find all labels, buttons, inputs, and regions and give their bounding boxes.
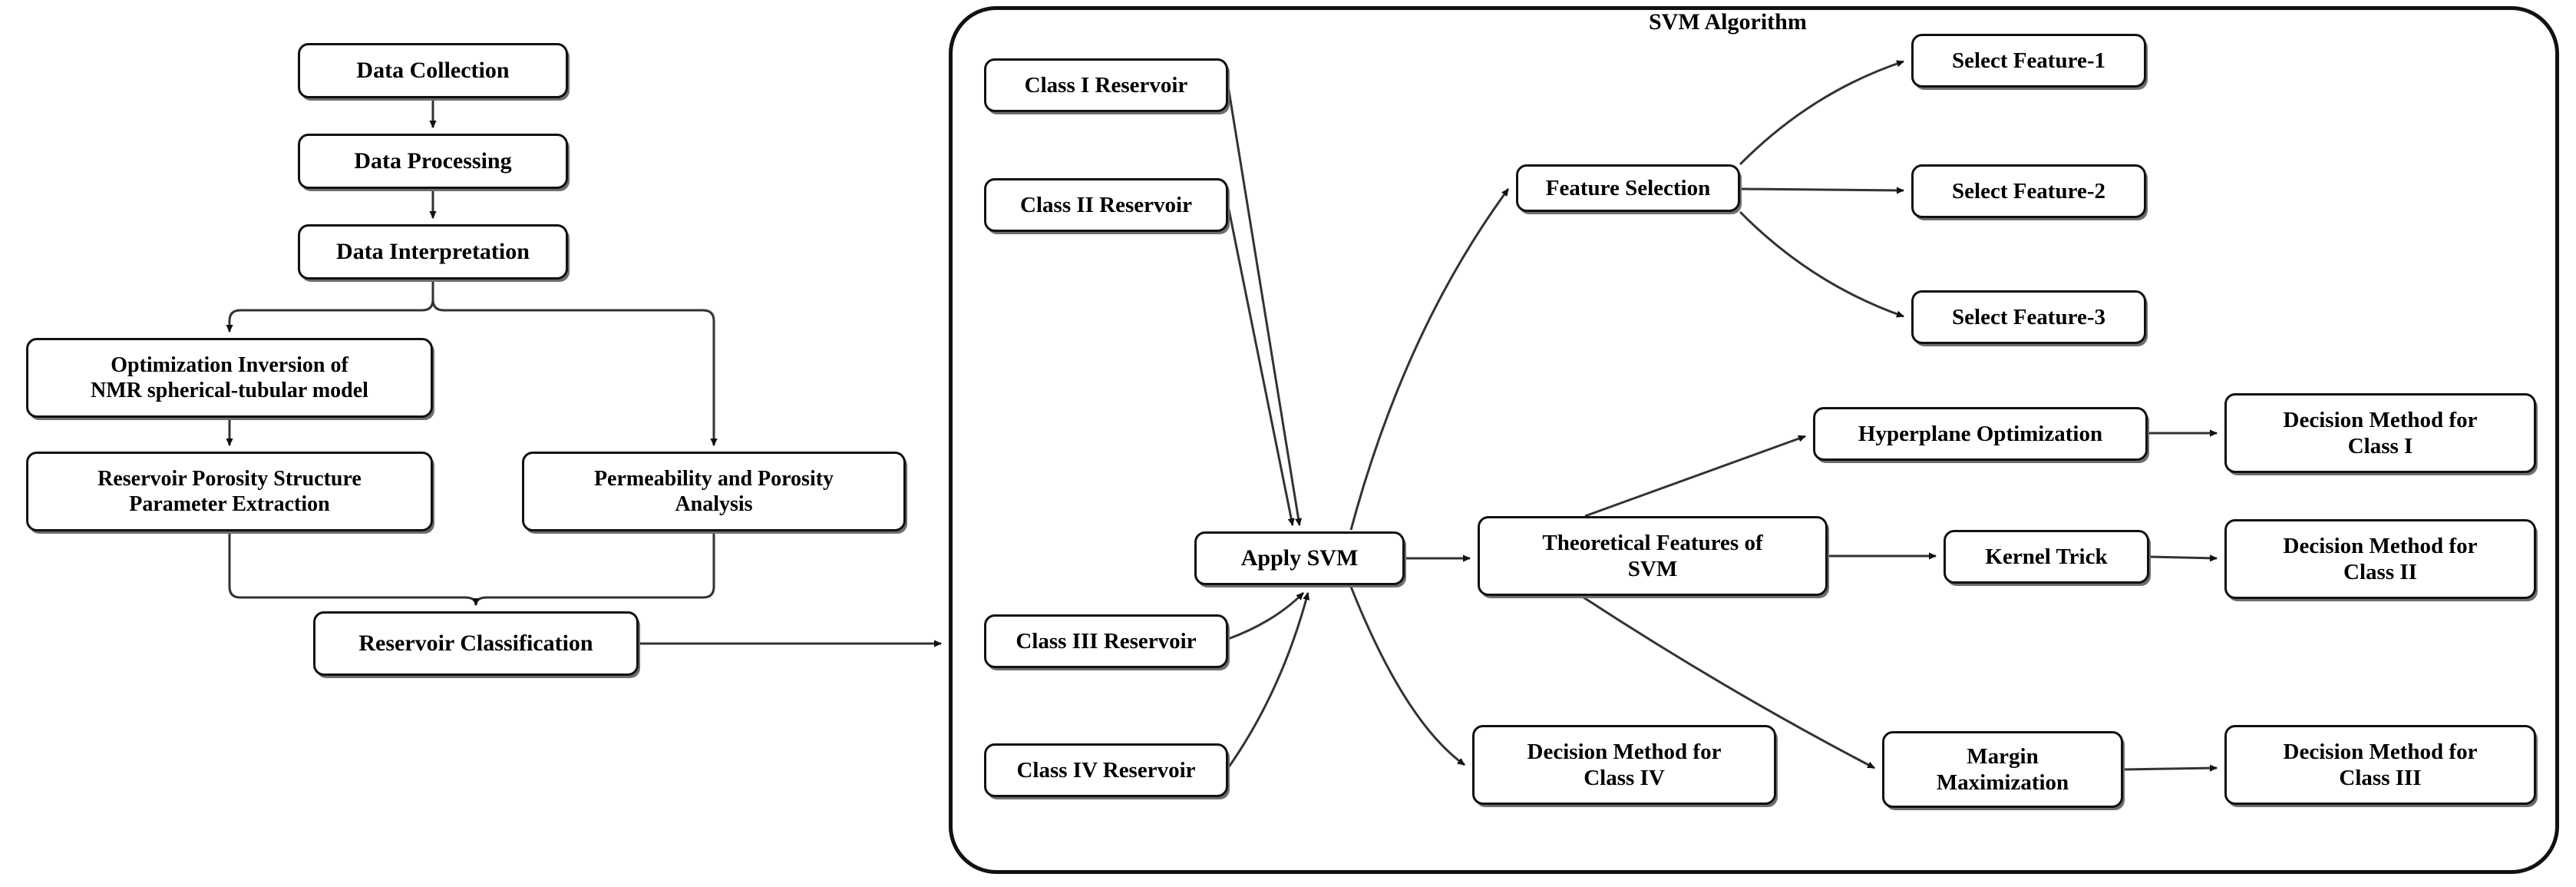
node-hyperplane-optimization[interactable]: Hyperplane Optimization bbox=[1813, 407, 2148, 461]
node-reservoir-porosity-structure[interactable]: Reservoir Porosity Structure Parameter E… bbox=[26, 452, 433, 531]
edge-permeability-to-classification bbox=[472, 531, 715, 606]
node-class-3-reservoir[interactable]: Class III Reservoir bbox=[984, 614, 1228, 668]
node-class-1-reservoir[interactable]: Class I Reservoir bbox=[984, 58, 1228, 112]
node-data-interpretation[interactable]: Data Interpretation bbox=[298, 224, 568, 280]
node-decision-method-class-3[interactable]: Decision Method for Class III bbox=[2224, 725, 2536, 805]
edge-porosity-to-classification bbox=[228, 531, 480, 606]
edge-interpretation-to-optimization bbox=[226, 280, 434, 333]
node-theoretical-features-of-svm[interactable]: Theoretical Features of SVM bbox=[1478, 516, 1828, 596]
node-decision-method-class-1[interactable]: Decision Method for Class I bbox=[2224, 393, 2536, 473]
node-data-processing[interactable]: Data Processing bbox=[298, 134, 568, 189]
node-optimization-inversion[interactable]: Optimization Inversion of NMR spherical-… bbox=[26, 338, 433, 418]
node-class-4-reservoir[interactable]: Class IV Reservoir bbox=[984, 743, 1228, 797]
svm-algorithm-title: SVM Algorithm bbox=[1649, 9, 1807, 35]
node-select-feature-3[interactable]: Select Feature-3 bbox=[1911, 290, 2146, 344]
node-select-feature-1[interactable]: Select Feature-1 bbox=[1911, 34, 2146, 88]
node-class-2-reservoir[interactable]: Class II Reservoir bbox=[984, 178, 1228, 232]
node-reservoir-classification[interactable]: Reservoir Classification bbox=[313, 611, 639, 676]
node-select-feature-2[interactable]: Select Feature-2 bbox=[1911, 164, 2146, 218]
node-kernel-trick[interactable]: Kernel Trick bbox=[1944, 530, 2149, 584]
node-feature-selection[interactable]: Feature Selection bbox=[1516, 164, 1740, 212]
node-margin-maximization[interactable]: Margin Maximization bbox=[1882, 731, 2123, 808]
node-apply-svm[interactable]: Apply SVM bbox=[1194, 531, 1405, 585]
node-permeability-porosity-analysis[interactable]: Permeability and Porosity Analysis bbox=[522, 452, 906, 531]
node-decision-method-class-2[interactable]: Decision Method for Class II bbox=[2224, 519, 2536, 599]
edge-interpretation-to-permeability bbox=[431, 280, 718, 446]
node-data-collection[interactable]: Data Collection bbox=[298, 43, 568, 98]
node-decision-method-class-4[interactable]: Decision Method for Class IV bbox=[1472, 725, 1776, 805]
svm-algorithm-panel bbox=[949, 6, 2559, 874]
